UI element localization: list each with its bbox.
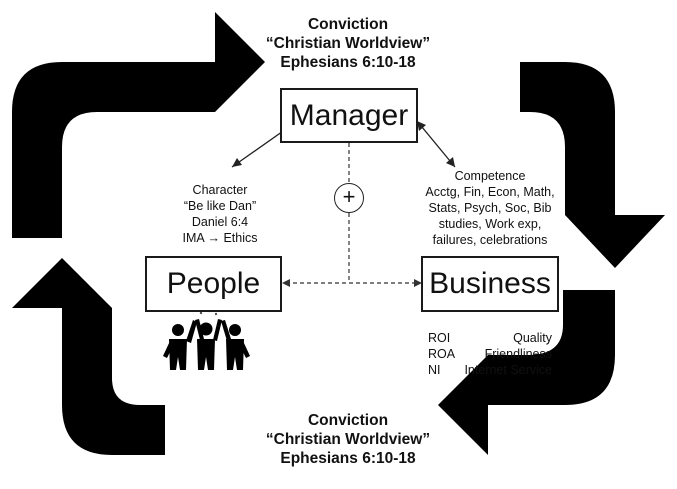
character-line-1: Character bbox=[192, 183, 248, 197]
manager-box: Manager bbox=[280, 88, 418, 143]
top-conviction-block: Conviction “Christian Worldview” Ephesia… bbox=[238, 16, 458, 73]
character-line-4: IMA → Ethics bbox=[182, 230, 258, 245]
competence-block: Competence Acctg, Fin, Econ, Math, Stats… bbox=[408, 169, 572, 248]
people-label: People bbox=[166, 267, 261, 300]
business-box: Business bbox=[421, 256, 559, 312]
plus-circle: + bbox=[334, 183, 364, 213]
arrow-bottom-right bbox=[438, 290, 615, 455]
business-label: Business bbox=[429, 267, 551, 300]
top-scripture-label: Ephesians 6:10-18 bbox=[280, 53, 416, 71]
competence-line-3: Stats, Psych, Soc, Bib bbox=[428, 200, 552, 215]
competence-line-1: Competence bbox=[454, 169, 526, 183]
metric-right: Internet Service bbox=[464, 362, 552, 377]
arrow-top-left bbox=[12, 12, 265, 238]
arrowhead-business-end bbox=[446, 157, 455, 167]
metric-left: ROA bbox=[428, 346, 456, 361]
arrowhead-dash-people bbox=[282, 279, 290, 287]
arrow-bottom-left bbox=[12, 258, 165, 455]
metric-left: ROI bbox=[428, 331, 451, 345]
metric-right: Quality bbox=[513, 331, 552, 345]
metric-left: NI bbox=[428, 362, 441, 377]
competence-line-2: Acctg, Fin, Econ, Math, bbox=[425, 184, 555, 199]
arrowhead-dash-business bbox=[414, 279, 422, 287]
character-line-2: “Be like Dan” bbox=[183, 198, 257, 213]
bottom-worldview-label: “Christian Worldview” bbox=[265, 430, 431, 448]
character-block: Character “Be like Dan” Daniel 6:4 IMA →… bbox=[155, 183, 285, 247]
arrowhead-manager-end-2 bbox=[417, 121, 426, 131]
bottom-conviction-block: Conviction “Christian Worldview” Ephesia… bbox=[238, 412, 458, 469]
arrowhead-people-end bbox=[232, 158, 242, 167]
bottom-scripture-label: Ephesians 6:10-18 bbox=[280, 449, 416, 467]
top-worldview-label: “Christian Worldview” bbox=[265, 34, 431, 52]
metric-row: ROA Friendliness bbox=[428, 347, 552, 363]
people-box: People bbox=[145, 256, 282, 312]
competence-line-5: failures, celebrations bbox=[432, 232, 548, 247]
arrow-top-right bbox=[520, 62, 665, 268]
metric-right: Friendliness bbox=[484, 346, 552, 361]
manager-label: Manager bbox=[289, 98, 409, 132]
competence-line-4: studies, Work exp, bbox=[438, 216, 542, 231]
bottom-conviction-label: Conviction bbox=[307, 412, 389, 429]
metric-row: NI Internet Service bbox=[428, 363, 552, 379]
metric-row: ROI Quality bbox=[428, 331, 552, 347]
character-line-3: Daniel 6:4 bbox=[191, 214, 249, 229]
top-conviction-label: Conviction bbox=[307, 16, 389, 33]
connector-manager-business bbox=[416, 120, 456, 168]
team-icon bbox=[163, 319, 250, 370]
business-metrics: ROI Quality ROA Friendliness NI Internet… bbox=[428, 331, 552, 379]
